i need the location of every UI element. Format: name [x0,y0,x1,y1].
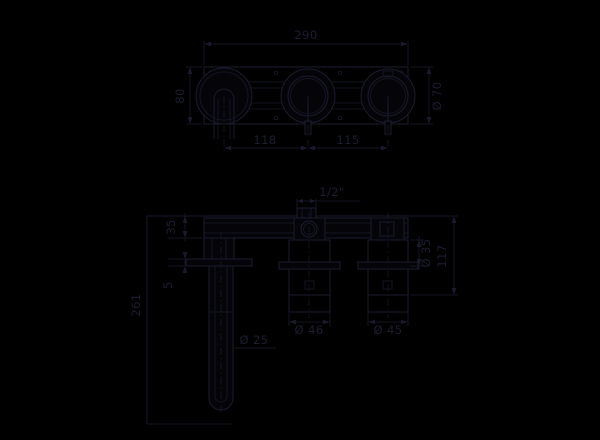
dim-arrow-d35-top [416,240,422,247]
valve-left-detail-box [304,280,315,290]
dim-arrow-35-top [182,216,188,223]
dim-arrow-d45-left [368,319,375,325]
valve-right-collar [370,217,405,241]
dim-arrow-80-bottom [187,117,193,124]
dim-label-d46: Ø 46 [295,323,324,337]
dim-arrow-80-top [187,67,193,74]
valve-left-flange [278,261,341,270]
dim-arrow-thread-left [297,199,303,203]
dim-arrow-290-right [401,41,408,47]
dim-arrow-35-bottom [182,231,188,238]
dim-arrow-118-right [301,145,308,151]
dim-label-115: 115 [336,133,359,147]
dim-arrow-d46-left [289,319,296,325]
valve-left-body-mid [288,268,331,296]
thread-stub [296,207,317,219]
dim-arrow-115-left [308,145,315,151]
dim-arrow-5-bottom [182,266,188,273]
dim-label-80: 80 [173,88,187,103]
handle-right-top-detail [382,70,394,78]
dim-label-118: 118 [253,133,276,147]
plate-hole-tm2 [337,70,343,76]
plate-hole-tm1 [273,70,279,76]
dim-arrow-d35-bottom [416,259,422,266]
valve-right-detail-box [382,280,393,290]
dim-arrow-d70-top [426,67,432,74]
dim-label-290: 290 [294,28,317,42]
plate-hole-bm2 [337,115,343,121]
dim-label-d70: Ø 70 [430,82,444,111]
spout-tube-front [213,88,235,139]
dim-arrow-d46-right [323,319,330,325]
dim-arrow-117-top [451,216,457,223]
dim-arrow-290-left [204,41,211,47]
dim-label-35: 35 [164,219,178,234]
dim-label-d25: Ø 25 [240,333,269,347]
dim-arrow-115-right [381,145,388,151]
dim-label-d45: Ø 45 [374,323,403,337]
dim-label-117: 117 [435,244,449,267]
front-elevation-view: 290 80 Ø 70 118 [173,28,444,152]
dim-arrow-118-left [224,145,231,151]
dim-arrow-d45-right [401,319,408,325]
dim-label-d35: Ø 35 [419,239,433,268]
plate-hole-bm1 [273,115,279,121]
dim-label-5: 5 [161,281,175,289]
dim-arrow-5-top [182,252,188,259]
valve-right-handle-box [379,221,395,237]
dim-arrow-117-bottom [451,288,457,295]
dim-arrow-d70-bottom [426,117,432,124]
dim-label-261: 261 [129,293,143,316]
side-section-view: 1/2" Ø 46 [129,185,458,425]
spout-flange [185,258,253,267]
spout-escutcheon-inner [199,71,249,121]
valve-left-body-lower [288,294,331,313]
spout-neck [203,237,235,263]
dim-label-thread: 1/2" [319,185,344,199]
valve-left-body-upper [288,239,331,263]
dim-arrow-thread-right [310,199,316,203]
